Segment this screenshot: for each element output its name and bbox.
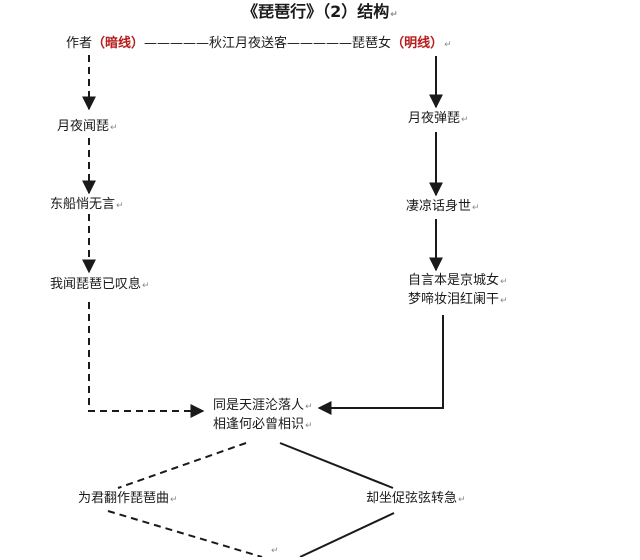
paragraph-mark: ↵ bbox=[305, 402, 313, 412]
right-node-1: 月夜弹琵↵ bbox=[408, 110, 469, 129]
bottom-node: ↵ bbox=[270, 541, 279, 560]
paragraph-mark: ↵ bbox=[142, 281, 150, 291]
left-node-1-text: 月夜闻琵 bbox=[57, 119, 110, 134]
lower-right-node: 却坐促弦弦转急↵ bbox=[366, 490, 466, 509]
lower-left-node-text: 为君翻作琵琶曲 bbox=[78, 491, 170, 506]
merge-node: 同是天涯沦落人↵相逢何必曾相识↵ bbox=[213, 397, 313, 435]
paragraph-mark: ↵ bbox=[461, 115, 469, 125]
paragraph-mark: ↵ bbox=[305, 421, 313, 431]
merge-to-lower-right-connector bbox=[279, 442, 394, 489]
open-line-tag: （明线） bbox=[391, 36, 444, 51]
paragraph-mark: ↵ bbox=[170, 495, 178, 505]
title-text: 《琵琶行》（2）结构 bbox=[242, 2, 390, 21]
right-node-1-text: 月夜弹琵 bbox=[408, 111, 461, 126]
paragraph-mark: ↵ bbox=[500, 277, 508, 287]
left-node-2: 东船悄无言↵ bbox=[50, 196, 124, 215]
hidden-line-tag: （暗线） bbox=[92, 36, 145, 51]
left-node-3: 我闻琵琶已叹息↵ bbox=[50, 276, 150, 295]
author-label: 作者 bbox=[66, 36, 93, 51]
right-node-3-line-1: 自言本是京城女 bbox=[408, 273, 500, 288]
lower-left-to-bottom-connector bbox=[107, 510, 263, 557]
top-row: 作者（暗线）—————秋江月夜送客—————琵琶女（明线）↵ bbox=[66, 35, 452, 54]
paragraph-mark: ↵ bbox=[116, 201, 124, 211]
pipa-player-label: 琵琶女 bbox=[352, 36, 392, 51]
merge-to-lower-left-connector bbox=[117, 442, 247, 489]
paragraph-mark: ↵ bbox=[472, 203, 480, 213]
lower-right-node-text: 却坐促弦弦转急 bbox=[366, 491, 458, 506]
right-node-2-text: 凄凉话身世 bbox=[406, 199, 472, 214]
right-node-3: 自言本是京城女↵梦啼妆泪红阑干↵ bbox=[408, 272, 508, 310]
right-node-3-line-2: 梦啼妆泪红阑干 bbox=[408, 292, 500, 307]
diagram-title: 《琵琶行》（2）结构↵ bbox=[0, 2, 640, 25]
central-event-label: —————秋江月夜送客————— bbox=[144, 36, 353, 51]
paragraph-mark: ↵ bbox=[390, 10, 398, 20]
left-node-2-text: 东船悄无言 bbox=[50, 197, 116, 212]
merge-line-2: 相逢何必曾相识 bbox=[213, 417, 305, 432]
left-node-3-text: 我闻琵琶已叹息 bbox=[50, 277, 142, 292]
right-node-2: 凄凉话身世↵ bbox=[406, 198, 480, 217]
right-to-merge-connector bbox=[317, 315, 444, 415]
paragraph-mark: ↵ bbox=[458, 495, 466, 505]
left-to-merge-connector bbox=[88, 302, 205, 418]
lower-left-node: 为君翻作琵琶曲↵ bbox=[78, 490, 178, 509]
paragraph-mark: ↵ bbox=[271, 546, 279, 556]
paragraph-mark: ↵ bbox=[444, 40, 452, 50]
lower-right-to-bottom-connector bbox=[299, 512, 395, 557]
paragraph-mark: ↵ bbox=[110, 123, 118, 133]
paragraph-mark: ↵ bbox=[500, 296, 508, 306]
left-node-1: 月夜闻琵↵ bbox=[57, 118, 118, 137]
merge-line-1: 同是天涯沦落人 bbox=[213, 398, 305, 413]
